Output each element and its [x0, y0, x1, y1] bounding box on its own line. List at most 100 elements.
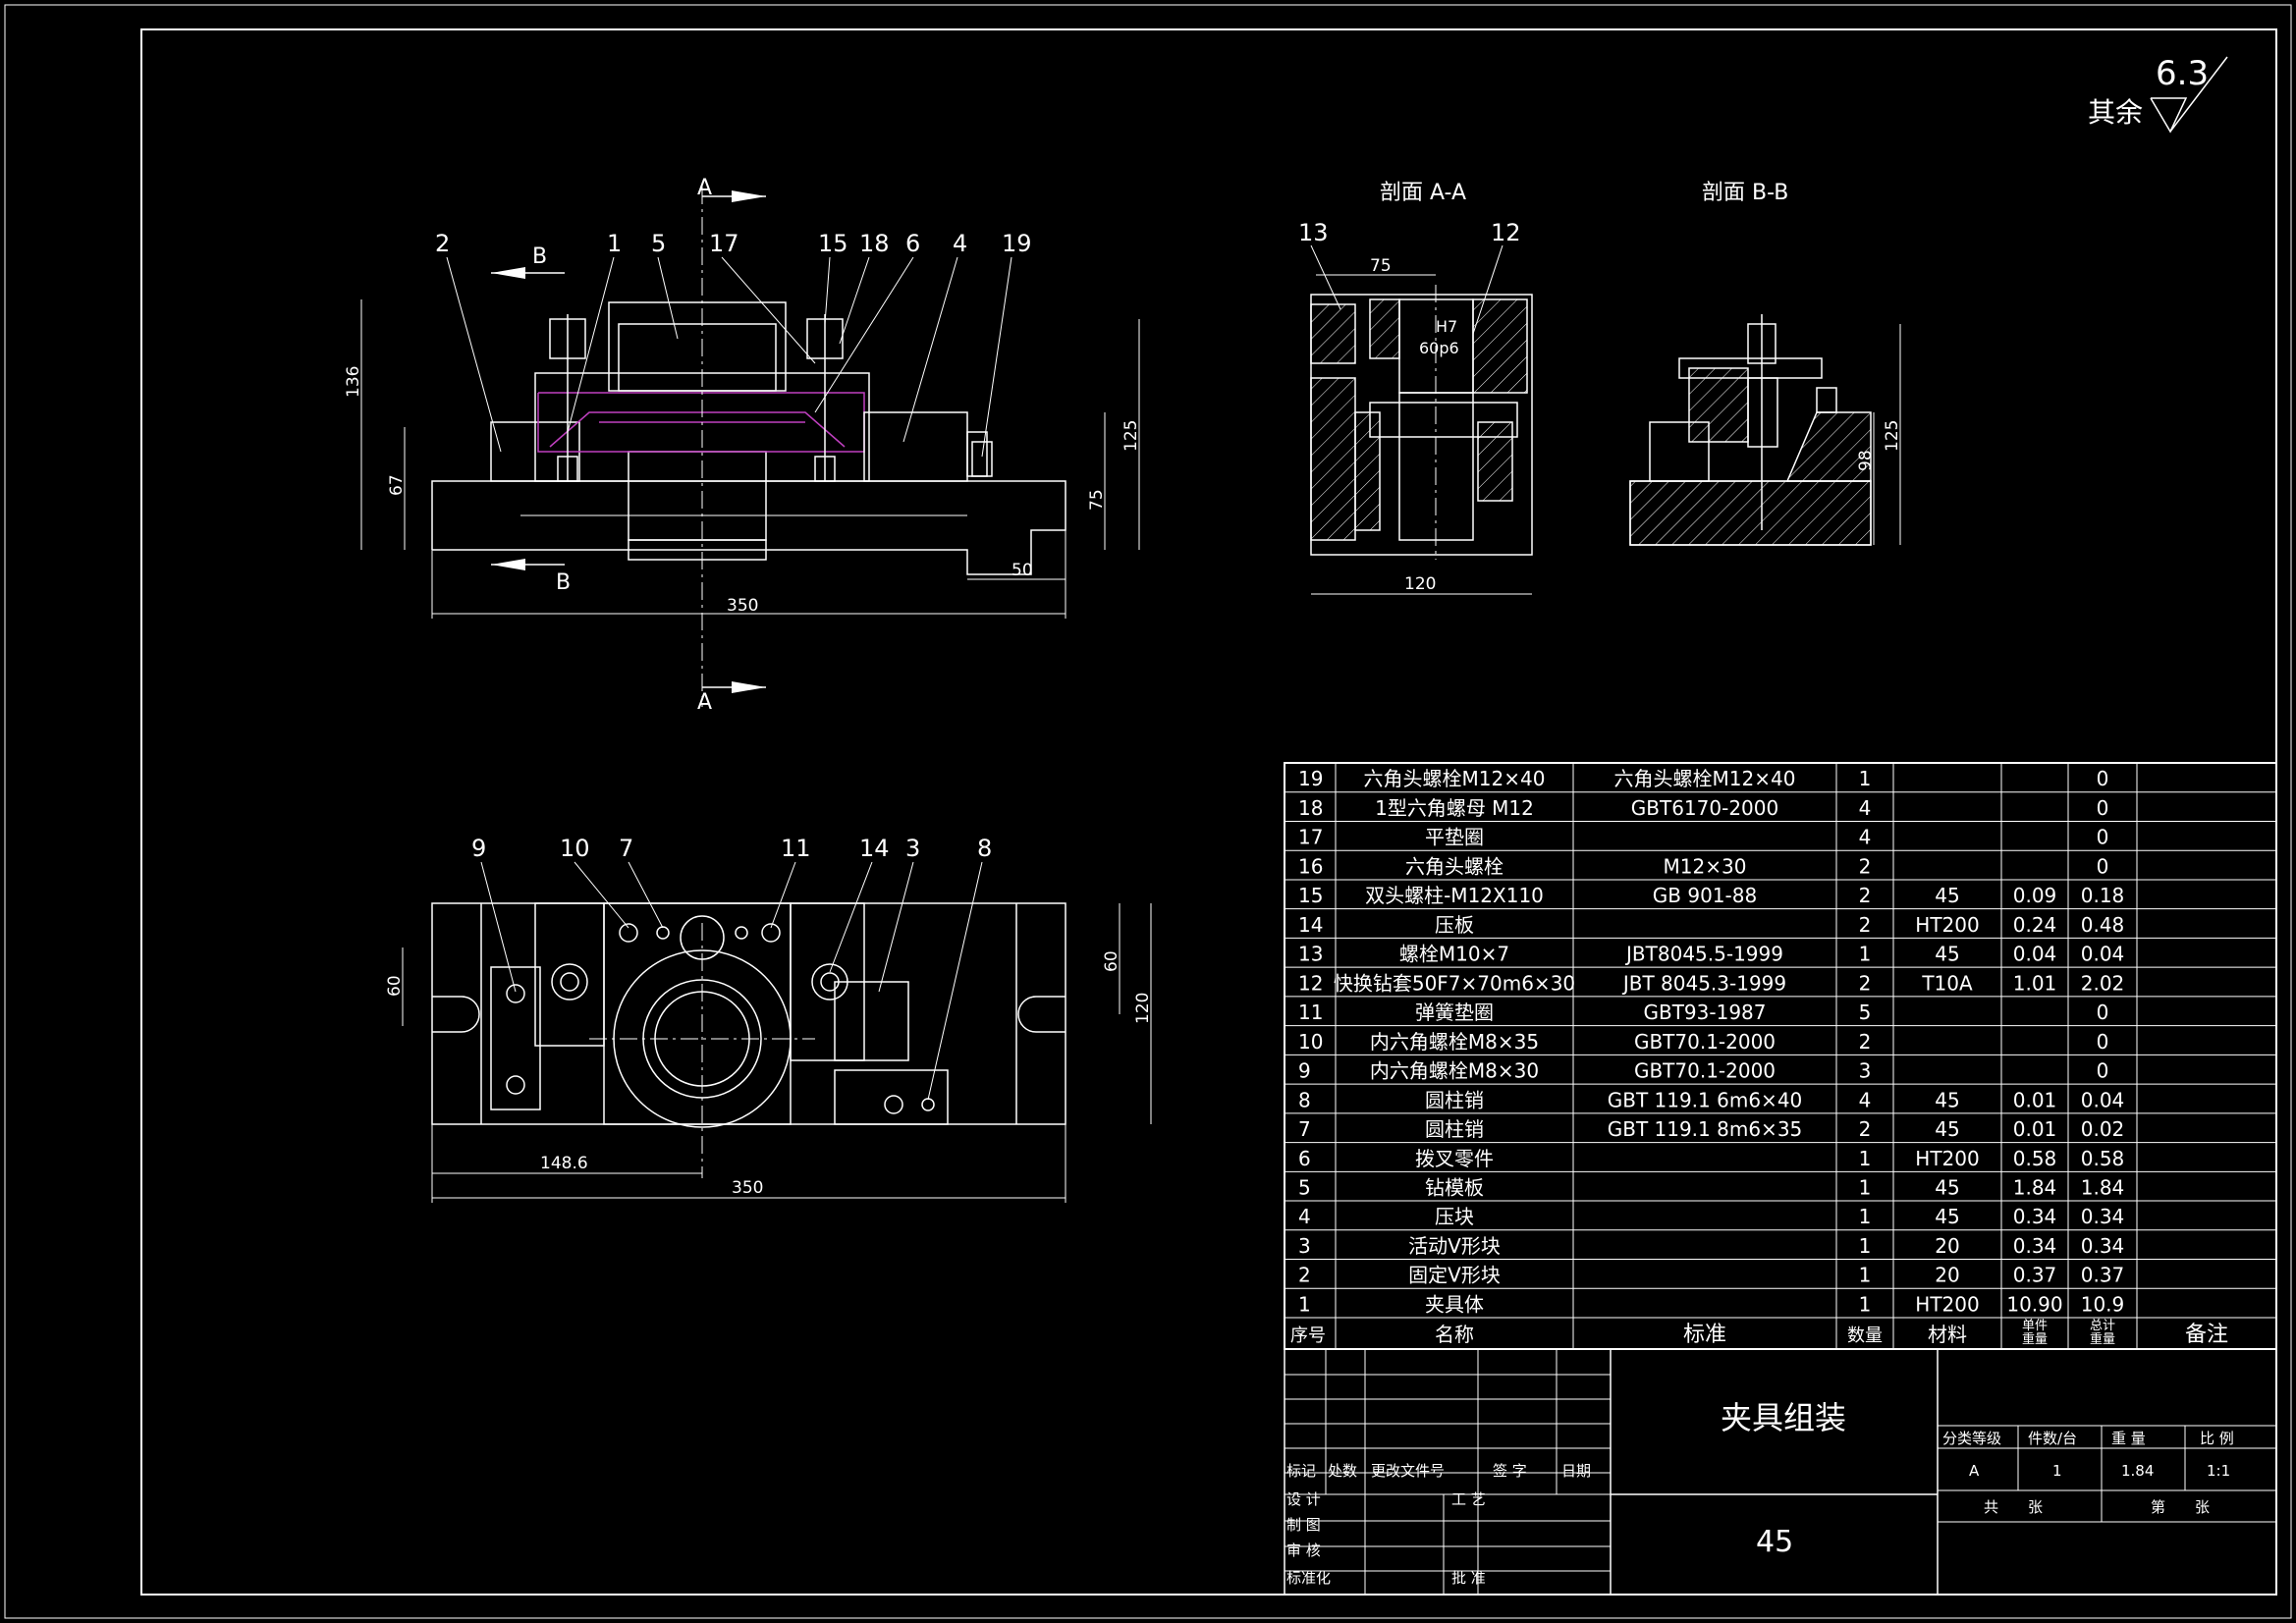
- bom-cell-mat: T10A: [1921, 971, 1973, 995]
- dim-67: 67: [387, 474, 407, 496]
- label-review: 审 核: [1286, 1542, 1321, 1559]
- bom-cell-total: 0: [2097, 826, 2109, 849]
- bom-cell-no: 9: [1298, 1059, 1311, 1083]
- bom-cell-no: 7: [1298, 1117, 1311, 1141]
- bom-cell-name: 拨叉零件: [1415, 1147, 1494, 1170]
- bom-header-unit_a: 单件: [2022, 1319, 2048, 1333]
- sheet-total-a: 共: [1984, 1498, 1998, 1516]
- bom-cell-total: 0: [2097, 767, 2109, 790]
- bom-cell-no: 2: [1298, 1264, 1311, 1287]
- class-value-grade: A: [1969, 1462, 1980, 1480]
- bom-cell-name: 固定V形块: [1408, 1264, 1501, 1287]
- bom-cell-total: 0.04: [2081, 1088, 2125, 1111]
- bom-cell-no: 11: [1298, 1001, 1323, 1024]
- bom-cell-total: 0.48: [2081, 913, 2125, 937]
- dim-350-top: 350: [732, 1178, 763, 1198]
- bom-header-no: 序号: [1290, 1325, 1326, 1346]
- dim-125: 125: [1121, 420, 1141, 452]
- bom-cell-qty: 1: [1859, 1264, 1872, 1287]
- class-value-weight: 1.84: [2121, 1462, 2154, 1480]
- bom-cell-unit: 0.24: [2013, 913, 2057, 937]
- label-approve: 批 准: [1451, 1569, 1486, 1587]
- bom-cell-qty: 1: [1859, 1234, 1872, 1258]
- bom-cell-total: 0.37: [2081, 1264, 2125, 1287]
- bom-cell-total: 0: [2097, 1030, 2109, 1054]
- bom-cell-no: 19: [1298, 767, 1323, 790]
- rev-label-mark: 标记: [1286, 1462, 1316, 1480]
- bom-header-total_b: 重量: [2090, 1331, 2115, 1347]
- balloon-8: 8: [977, 835, 992, 862]
- section-b-top: B: [532, 244, 547, 269]
- bom-cell-mat: HT200: [1915, 1147, 1979, 1170]
- bom-cell-qty: 5: [1859, 1001, 1872, 1024]
- bom-cell-no: 6: [1298, 1147, 1311, 1170]
- bom-cell-total: 0.58: [2081, 1147, 2125, 1170]
- inner-frame: [140, 28, 2277, 1596]
- sheet-no-a: 第: [2151, 1498, 2165, 1516]
- drawing-title: 夹具组装: [1721, 1399, 1846, 1436]
- fit-h7: H7: [1436, 317, 1457, 336]
- bom-cell-total: 0.04: [2081, 943, 2125, 966]
- front-view: A A B B 136 67 125 75 50 350 2 1 5 17 15…: [344, 176, 1141, 715]
- bom-cell-name: 六角头螺栓M12×40: [1364, 767, 1546, 790]
- class-header-weight: 重 量: [2111, 1430, 2146, 1447]
- balloon-13: 13: [1298, 219, 1329, 246]
- bom-cell-total: 0.34: [2081, 1234, 2125, 1258]
- balloon-6: 6: [905, 230, 920, 257]
- balloon-12: 12: [1491, 219, 1521, 246]
- bom-cell-name: 平垫圈: [1425, 826, 1484, 849]
- class-value-scale: 1:1: [2207, 1462, 2230, 1480]
- bom-cell-mat: 45: [1935, 943, 1959, 966]
- balloon-9: 9: [471, 835, 486, 862]
- bom-cell-mat: 45: [1935, 1205, 1959, 1228]
- section-b-bottom: B: [556, 570, 571, 595]
- dim-75: 75: [1087, 489, 1107, 511]
- bom-cell-std: 六角头螺栓M12×40: [1614, 767, 1796, 790]
- bom-cell-unit: 0.34: [2013, 1205, 2057, 1228]
- balloon-17: 17: [709, 230, 739, 257]
- label-standardize: 标准化: [1286, 1569, 1331, 1587]
- bom-cell-name: 内六角螺栓M8×35: [1370, 1030, 1539, 1054]
- bom-cell-no: 10: [1298, 1030, 1323, 1054]
- balloon-4: 4: [953, 230, 967, 257]
- bom-cell-unit: 0.01: [2013, 1088, 2057, 1111]
- bom-cell-mat: HT200: [1915, 1292, 1979, 1316]
- bom-cell-unit: 0.01: [2013, 1117, 2057, 1141]
- bom-cell-mat: 20: [1935, 1234, 1959, 1258]
- dim-50: 50: [1011, 561, 1033, 580]
- bom-cell-qty: 2: [1859, 1030, 1872, 1054]
- bom-cell-mat: 45: [1935, 1117, 1959, 1141]
- bom-cell-mat: 45: [1935, 1088, 1959, 1111]
- bom-cell-mat: 45: [1935, 884, 1959, 907]
- balloon-14: 14: [859, 835, 890, 862]
- balloon-1: 1: [607, 230, 622, 257]
- bom-cell-qty: 1: [1859, 1292, 1872, 1316]
- bom-cell-qty: 1: [1859, 767, 1872, 790]
- bom-cell-name: 钻模板: [1425, 1176, 1484, 1200]
- bom-header-total_a: 总计: [2090, 1319, 2115, 1333]
- bom-cell-name: 内六角螺栓M8×30: [1370, 1059, 1539, 1083]
- bom-cell-std: GBT 119.1 6m6×40: [1608, 1088, 1803, 1111]
- dim-136: 136: [344, 366, 363, 398]
- bom-cell-mat: 45: [1935, 1176, 1959, 1200]
- dim-125-bb: 125: [1883, 420, 1902, 452]
- bom-cell-no: 18: [1298, 796, 1323, 820]
- dim-60-left: 60: [385, 975, 405, 997]
- material-text: 45: [1756, 1525, 1793, 1559]
- bom-cell-name: 六角头螺栓: [1405, 854, 1503, 878]
- class-header-scale: 比 例: [2200, 1430, 2234, 1447]
- rev-label-docno: 更改文件号: [1371, 1462, 1445, 1480]
- roughness-value: 6.3: [2156, 54, 2209, 93]
- bom-cell-no: 17: [1298, 826, 1323, 849]
- bom-cell-no: 15: [1298, 884, 1323, 907]
- bom-cell-total: 10.9: [2081, 1292, 2125, 1316]
- roughness-prefix: 其余: [2088, 96, 2143, 129]
- bom-cell-std: GBT93-1987: [1644, 1001, 1767, 1024]
- fit-60p6: 60p6: [1419, 339, 1459, 357]
- rev-label-date: 日期: [1561, 1462, 1591, 1480]
- bom-header-unit_b: 重量: [2022, 1331, 2048, 1347]
- bom-cell-std: GBT 119.1 8m6×35: [1608, 1117, 1803, 1141]
- bom-cell-unit: 1.01: [2013, 971, 2057, 995]
